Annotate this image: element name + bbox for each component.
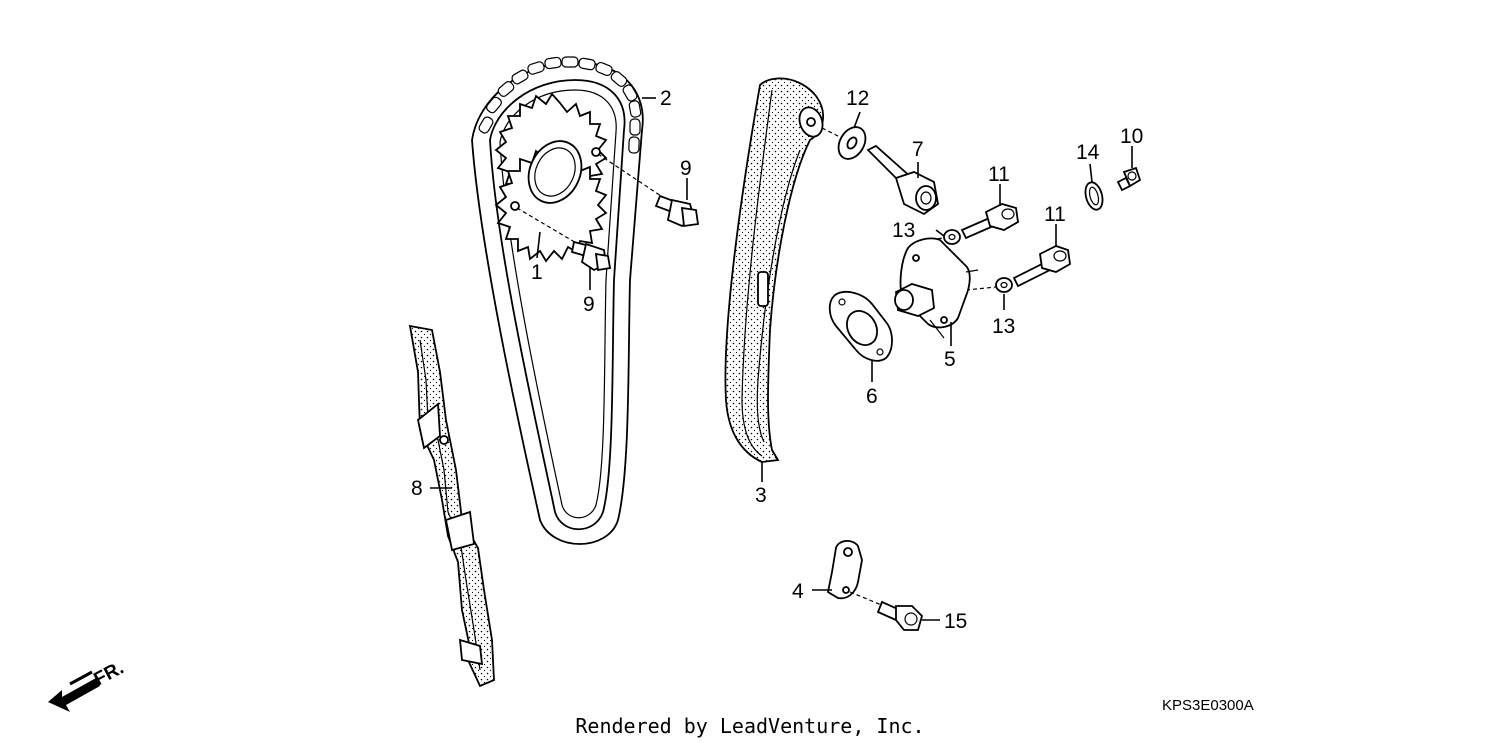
guide-plate <box>826 540 863 600</box>
callout-7: 7 <box>912 138 924 161</box>
sprocket-bolt-upper <box>597 153 700 228</box>
callout-5: 5 <box>944 348 956 371</box>
diagram-code: KPS3E0300A <box>1162 697 1254 714</box>
bolt-15 <box>849 591 924 631</box>
callout-14: 14 <box>1076 141 1100 164</box>
footer-credit: Rendered by LeadVenture, Inc. <box>575 714 925 738</box>
callout-11-lower: 11 <box>1044 203 1066 226</box>
bolt-11-upper <box>923 203 1019 241</box>
callout-10: 10 <box>1120 125 1143 148</box>
cam-sprocket <box>494 92 608 263</box>
leader-lines <box>430 97 1133 621</box>
tensioner-arm <box>724 77 824 463</box>
callout-15: 15 <box>944 610 967 633</box>
callout-9-lower: 9 <box>583 293 595 316</box>
callout-12: 12 <box>846 87 869 110</box>
front-direction-arrow-icon: FR. <box>48 658 127 712</box>
callout-3: 3 <box>755 484 767 507</box>
callouts: 1 2 3 4 5 6 7 8 9 9 10 11 11 12 13 13 14… <box>411 87 1143 633</box>
callout-1: 1 <box>531 261 543 284</box>
washer-13-upper <box>943 229 961 245</box>
tensioner-lifter <box>894 237 979 339</box>
washer-13-lower <box>995 277 1013 293</box>
callout-2: 2 <box>660 87 672 110</box>
callout-13-upper: 13 <box>892 219 915 242</box>
callout-8: 8 <box>411 477 423 500</box>
o-ring <box>1084 181 1104 211</box>
callout-6: 6 <box>866 385 878 408</box>
pivot-bolt <box>866 144 939 216</box>
washer-12 <box>821 126 867 160</box>
sealing-bolt <box>1116 166 1142 192</box>
sprocket-bolt-lower <box>516 207 612 272</box>
callout-11-upper: 11 <box>988 163 1010 186</box>
callout-9-upper: 9 <box>680 157 692 180</box>
cam-chain-guide <box>408 324 495 688</box>
callout-4: 4 <box>792 580 804 603</box>
bolt-11-lower <box>965 245 1071 291</box>
tensioner-gasket <box>828 290 893 362</box>
callout-13-lower: 13 <box>992 315 1015 338</box>
